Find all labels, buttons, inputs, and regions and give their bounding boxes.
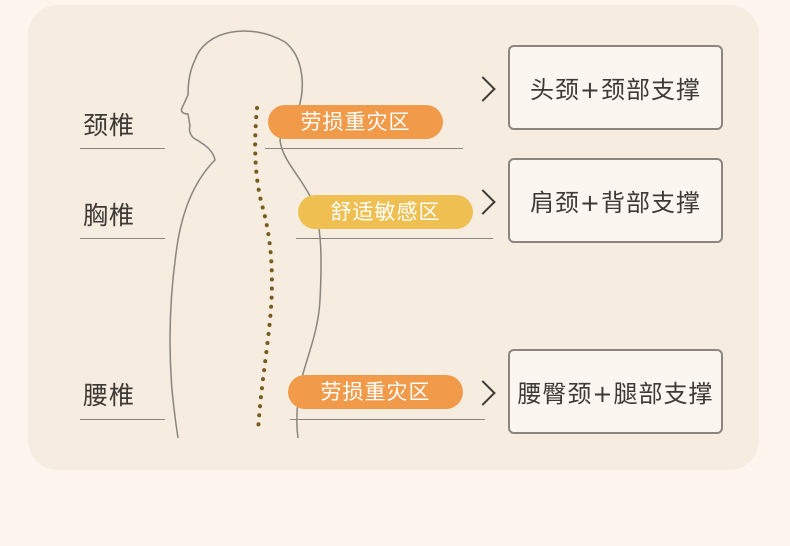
support-box-lumbar: 腰臀颈+腿部支撑 [508, 349, 723, 434]
rule-left-cervical [80, 148, 165, 149]
region-label-cervical: 颈椎 [83, 106, 135, 142]
support-box-thoracic: 肩颈+背部支撑 [508, 158, 723, 243]
rule-right-cervical [265, 148, 463, 149]
support-box-cervical: 头颈+颈部支撑 [508, 45, 723, 130]
face-outline [170, 60, 215, 438]
tag-thoracic: 舒适敏感区 [298, 195, 473, 229]
region-label-lumbar: 腰椎 [83, 376, 135, 412]
rule-left-lumbar [80, 419, 165, 420]
rule-right-lumbar [290, 419, 485, 420]
tag-lumbar: 劳损重灾区 [288, 375, 463, 409]
spine-dotted-line [255, 108, 272, 432]
rule-left-thoracic [80, 238, 165, 239]
region-label-thoracic: 胸椎 [83, 196, 135, 232]
rule-right-thoracic [296, 238, 493, 239]
tag-cervical: 劳损重灾区 [268, 105, 443, 139]
